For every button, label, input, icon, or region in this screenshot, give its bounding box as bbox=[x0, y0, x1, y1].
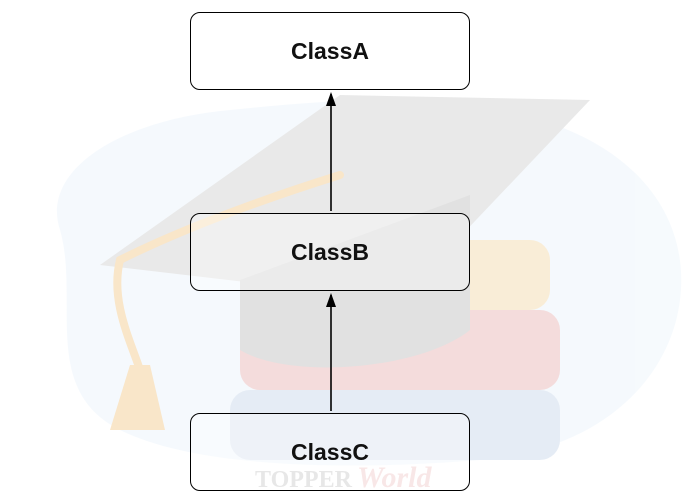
edge-classb-to-classa bbox=[326, 92, 336, 211]
watermark-cap-base bbox=[240, 195, 470, 368]
class-a-label: ClassA bbox=[291, 37, 369, 64]
arrowhead-icon bbox=[326, 293, 336, 307]
watermark-text-world: World bbox=[357, 461, 432, 494]
watermark-blob bbox=[56, 100, 682, 466]
class-c-label: ClassC bbox=[291, 438, 369, 465]
edge-classc-to-classb bbox=[326, 293, 336, 411]
class-b-label: ClassB bbox=[291, 238, 369, 265]
watermark-book-top bbox=[250, 240, 550, 310]
watermark-book-middle bbox=[240, 310, 560, 390]
watermark-cap-board bbox=[100, 95, 590, 300]
class-a-node[interactable]: ClassA bbox=[190, 12, 470, 90]
watermark-book-bottom bbox=[230, 390, 560, 460]
watermark-tassel bbox=[113, 171, 344, 374]
watermark-tassel-end bbox=[110, 365, 165, 430]
arrowhead-icon bbox=[326, 92, 336, 106]
watermark-text-topper: TOPPER bbox=[255, 467, 353, 493]
class-b-node[interactable]: ClassB bbox=[190, 213, 470, 291]
class-c-node[interactable]: ClassC bbox=[190, 413, 470, 491]
